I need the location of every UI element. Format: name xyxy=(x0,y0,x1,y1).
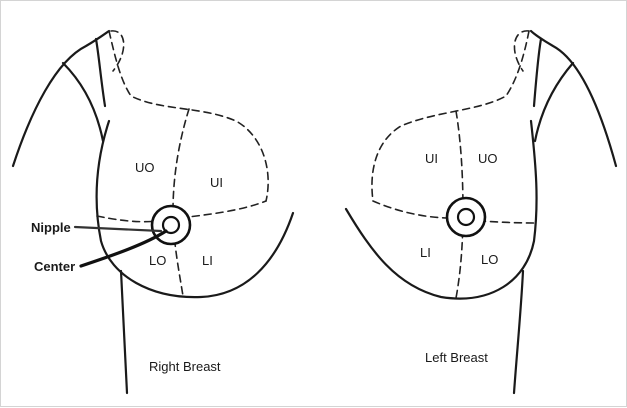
left-label-li: LI xyxy=(420,245,431,260)
nipple-callout-label: Nipple xyxy=(31,220,71,235)
left-arm-inner-line xyxy=(534,39,541,106)
left-breast-contour xyxy=(346,121,537,299)
left-nipple xyxy=(458,209,474,225)
left-torso-line xyxy=(514,271,523,393)
right-vertical-divider xyxy=(173,109,189,296)
right-label-ui: UI xyxy=(210,175,223,190)
right-breast-caption: Right Breast xyxy=(149,359,221,374)
left-label-uo: UO xyxy=(478,151,498,166)
right-shoulder-outline xyxy=(13,31,109,166)
left-shoulder-outline xyxy=(531,31,616,166)
nipple-pointer-line xyxy=(75,227,161,231)
right-upper-region-boundary xyxy=(109,31,268,201)
left-armpit-curve xyxy=(535,63,573,141)
left-label-lo: LO xyxy=(481,252,498,267)
right-armpit-curve xyxy=(63,63,103,141)
right-label-uo: UO xyxy=(135,160,155,175)
right-breast-figure: UO UI LO LI Nipple Center Right Breast xyxy=(13,31,293,393)
right-axillary-tail xyxy=(111,31,124,71)
left-label-ui: UI xyxy=(425,151,438,166)
right-torso-line xyxy=(121,271,127,393)
left-breast-caption: Left Breast xyxy=(425,350,488,365)
right-arm-inner-line xyxy=(96,39,105,106)
left-upper-region-boundary xyxy=(372,31,529,201)
right-breast-contour xyxy=(97,121,293,297)
right-label-lo: LO xyxy=(149,253,166,268)
right-label-li: LI xyxy=(202,253,213,268)
left-breast-figure: UI UO LI LO Left Breast xyxy=(346,31,616,393)
center-callout-label: Center xyxy=(34,259,75,274)
left-axillary-tail xyxy=(514,31,529,71)
